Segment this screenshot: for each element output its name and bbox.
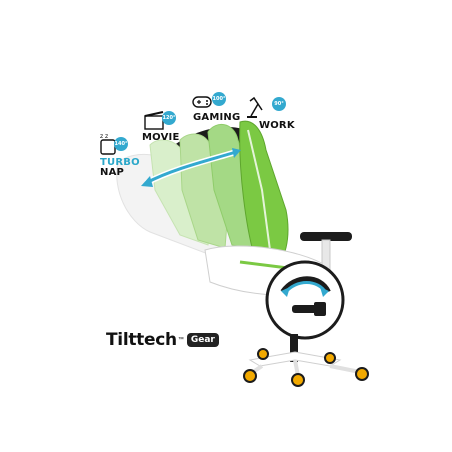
work-angle-badge: 90°	[272, 97, 286, 111]
gamepad-icon	[192, 96, 212, 108]
brand-name: Tilttech	[106, 330, 177, 350]
mode-movie: MOVIE	[142, 133, 179, 143]
movie-angle-badge: 120°	[162, 111, 176, 125]
recline-arrow	[141, 148, 241, 187]
brand-tag: Gear	[186, 333, 219, 347]
trademark-symbol: ™	[177, 337, 184, 343]
tilt-mechanism-callout	[265, 260, 345, 340]
turbo-label: TURBO	[100, 157, 140, 168]
casters	[243, 348, 369, 387]
turbo-nap-angle-badge: 140°	[114, 137, 128, 151]
nap-label: NAP	[100, 167, 125, 178]
mode-turbo-nap: TURBO NAP	[100, 158, 140, 178]
movie-label: MOVIE	[142, 132, 180, 143]
gaming-angle-badge: 100°	[212, 92, 226, 106]
svg-text:z z: z z	[100, 133, 108, 140]
work-label: WORK	[259, 120, 295, 131]
mode-work: WORK	[259, 121, 295, 131]
clapperboard-icon	[144, 111, 164, 130]
sleep-icon: z z	[100, 133, 116, 155]
brand-logo: Tilttech ™ Gear	[106, 330, 219, 350]
gaming-label: GAMING	[193, 112, 241, 123]
backrest-upright	[239, 120, 289, 263]
mode-gaming: GAMING	[193, 113, 240, 123]
desk-lamp-icon	[247, 96, 263, 118]
